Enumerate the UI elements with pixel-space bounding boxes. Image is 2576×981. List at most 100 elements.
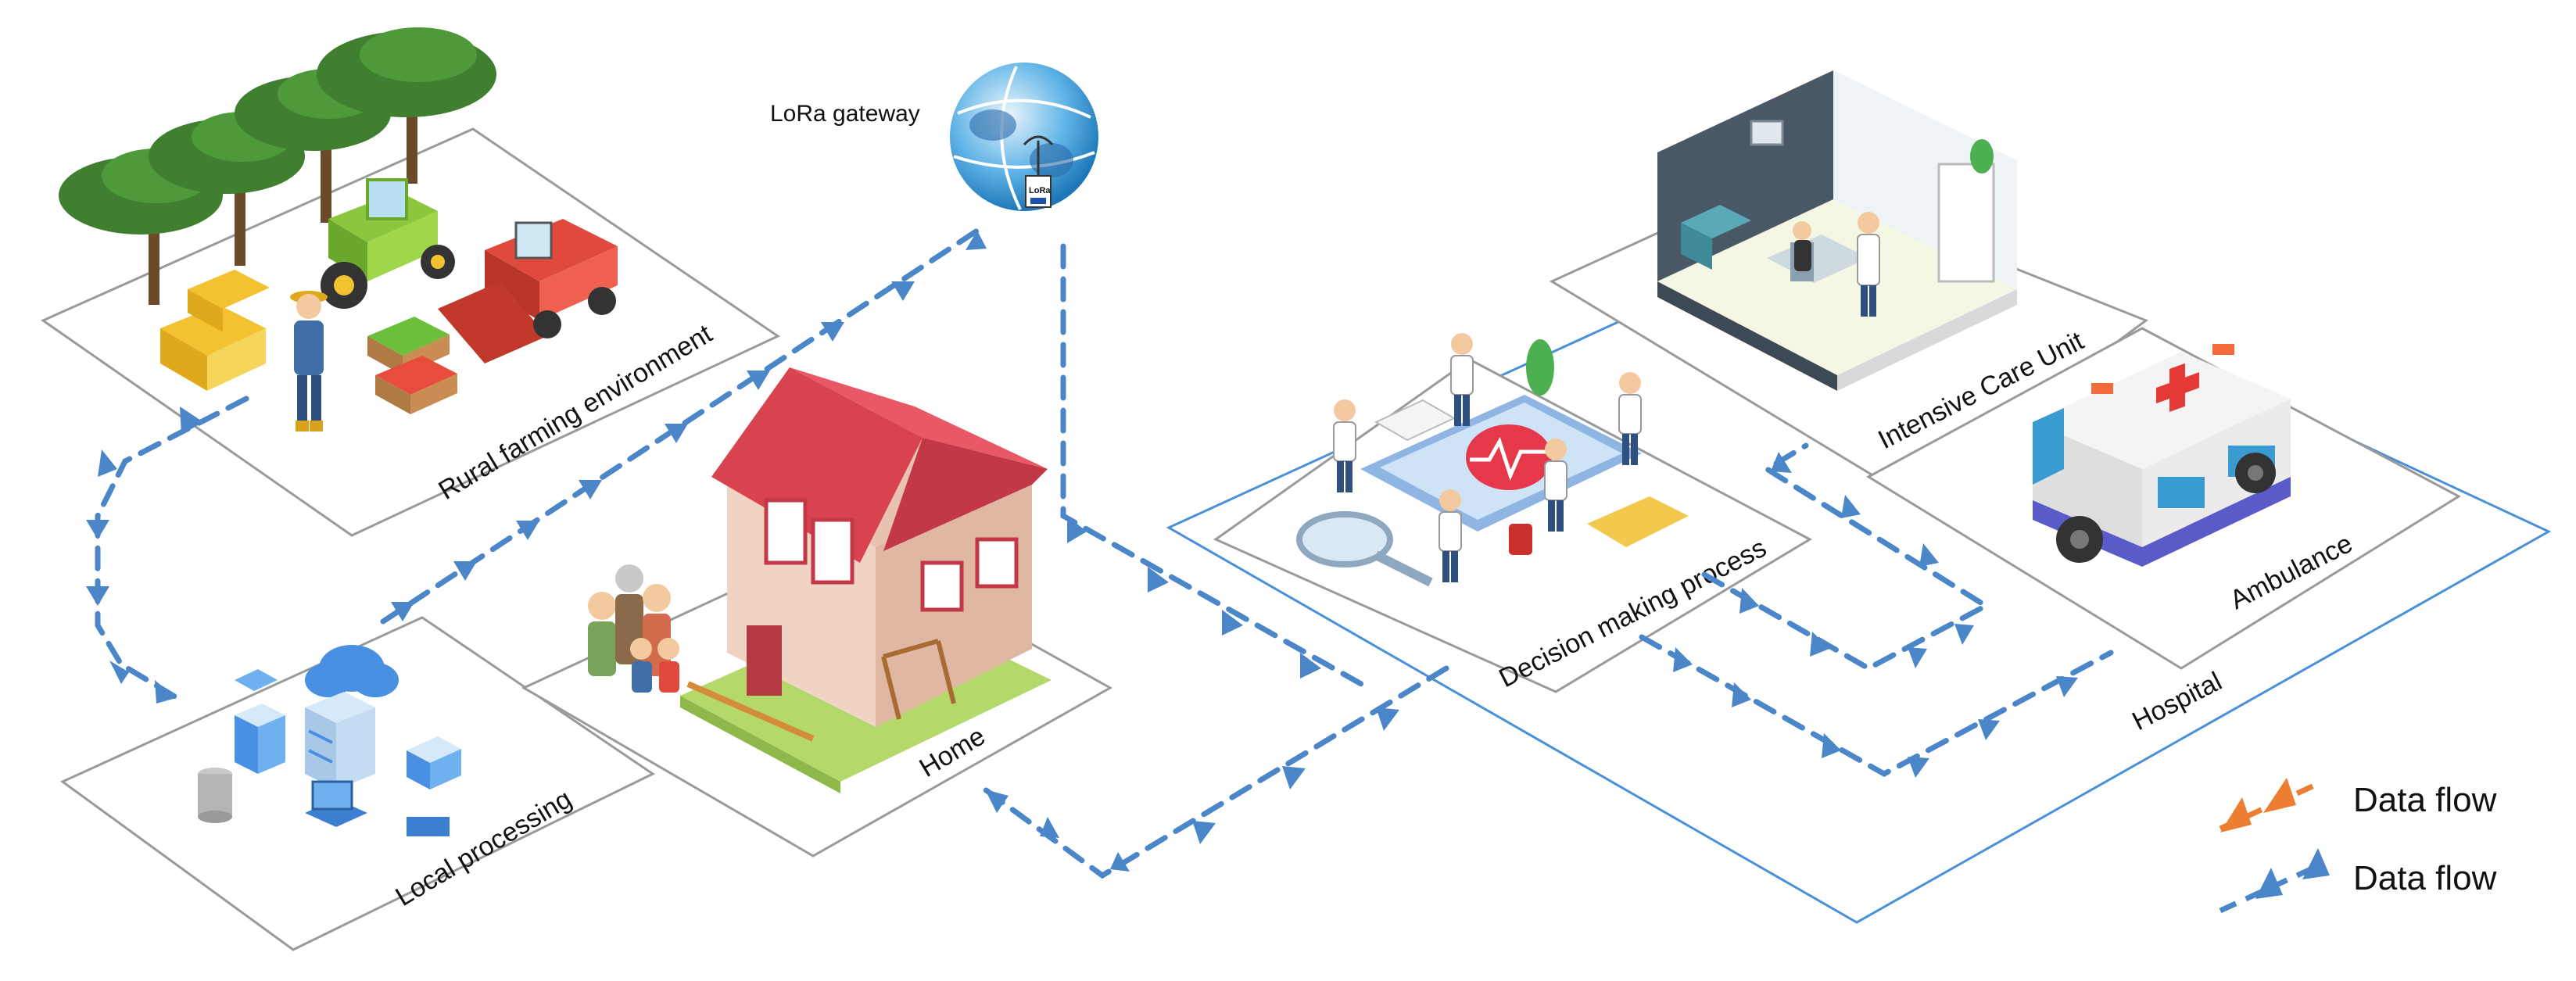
lora-gateway-label: LoRa gateway (770, 101, 920, 127)
lora-gateway-icon (950, 63, 1098, 211)
legend-item-blue: Data flow (2219, 848, 2497, 914)
arrow-head (1908, 647, 1927, 668)
arrow-head (1376, 707, 1399, 731)
arrow-head (579, 480, 602, 499)
family-icon (588, 564, 679, 693)
flow-path-decision-to-home (982, 665, 1449, 879)
red-cross-icon (2156, 363, 2199, 412)
arrow-head (1732, 682, 1751, 707)
hospital-label: Hospital (2127, 666, 2227, 736)
rural-farming-illustration (59, 27, 618, 431)
arrow-head (86, 520, 109, 539)
icu-floor (1657, 199, 2017, 375)
legend-item-orange: Data flow (2219, 778, 2497, 832)
folder-icon (1587, 496, 1689, 547)
roof (711, 367, 923, 563)
arrow-head (1841, 495, 1861, 518)
cup-icon (1509, 524, 1532, 555)
hay-bale-icon (160, 270, 270, 391)
blue-arrow-icon (2302, 848, 2330, 879)
cabinet-icon (1681, 205, 1751, 270)
house-icon (711, 367, 1048, 727)
arrow-head (98, 449, 117, 477)
local-processing-panel (60, 616, 655, 951)
legend-label-2: Data flow (2353, 859, 2497, 897)
arrow-head (1300, 653, 1321, 678)
orange-arrow-icon (2263, 778, 2296, 813)
data-flow-arrows (86, 227, 2114, 879)
arrow-head (391, 602, 414, 621)
doctor-icon (1618, 372, 1642, 465)
local-processing-illustration (198, 645, 461, 836)
arrow-head (1148, 567, 1169, 593)
legend: Data flow Data flow (2219, 778, 2497, 914)
fence-icon (686, 681, 815, 742)
server-rack-icon (305, 692, 375, 789)
arrow-head (1919, 543, 1939, 567)
flow-path-gateway-to-decision (1060, 243, 1371, 691)
device-icon (235, 669, 461, 836)
ambulance-illustration (2033, 344, 2291, 567)
arrow-head (1908, 757, 1929, 778)
arrow-head (1771, 452, 1792, 473)
arrow-head (109, 661, 129, 684)
arrow-head (86, 586, 109, 606)
arrow-head (985, 789, 1009, 813)
tree-icon (59, 149, 223, 305)
arrow-head (1110, 852, 1130, 872)
magnifier-icon (1296, 511, 1433, 587)
tree-icon (317, 27, 496, 184)
decision-making-illustration (1296, 333, 1689, 587)
arrow-head (180, 406, 203, 435)
patient-icon (1793, 221, 1811, 271)
arrow-head (665, 424, 688, 443)
vegetable-crate-icon (367, 317, 457, 414)
doctor-icon (1333, 399, 1356, 492)
plant-icon (1526, 339, 1554, 396)
arrow-head (821, 322, 844, 342)
arrow-head (2056, 676, 2078, 697)
monitor-icon (1750, 120, 1784, 146)
arrow-head (1282, 766, 1306, 789)
server-icon (235, 704, 285, 774)
arrow-head (1822, 733, 1841, 758)
legend-label-1: Data flow (2353, 781, 2497, 819)
arrow-head (155, 680, 176, 704)
flow-path-local-to-gateway (380, 227, 980, 625)
database-icon (198, 768, 232, 823)
arrow-head (1954, 624, 1974, 645)
doctor-icon (1438, 489, 1462, 582)
arrow-head (1739, 588, 1759, 614)
cloud-icon (305, 645, 399, 697)
doctor-icon (1544, 439, 1567, 532)
swing-icon (881, 639, 956, 720)
ambulance-icon (2033, 344, 2291, 567)
arrow-head (966, 231, 987, 250)
doctor-icon (1450, 333, 1474, 426)
flow-path-decision-to-ambulance (1639, 634, 2114, 777)
farmer-icon (290, 291, 328, 431)
heart-icon (1466, 424, 1552, 490)
arrow-head (516, 521, 539, 540)
home-illustration (588, 367, 1052, 793)
doctor-icon (1857, 212, 1880, 317)
arrow-head (1810, 632, 1829, 657)
arrow-head (891, 281, 915, 301)
antenna-icon (1023, 135, 1054, 208)
arrow-head (1222, 610, 1243, 636)
orange-arrow-icon (2220, 797, 2252, 832)
laptop-icon (305, 780, 367, 827)
arrow-head (1673, 647, 1693, 672)
arrow-head (747, 371, 770, 390)
tractor-icon (321, 178, 455, 309)
arrow-head (1978, 719, 2000, 740)
lora-device-label: LoRa (1029, 186, 1051, 195)
harvester-icon (438, 219, 618, 363)
arrow-head (453, 561, 477, 581)
arrow-head (1192, 821, 1216, 844)
arrow-head (1040, 817, 1059, 838)
blue-arrow-icon (2255, 868, 2283, 899)
shelf-icon (1937, 139, 1995, 283)
arrow-head (1067, 516, 1087, 543)
